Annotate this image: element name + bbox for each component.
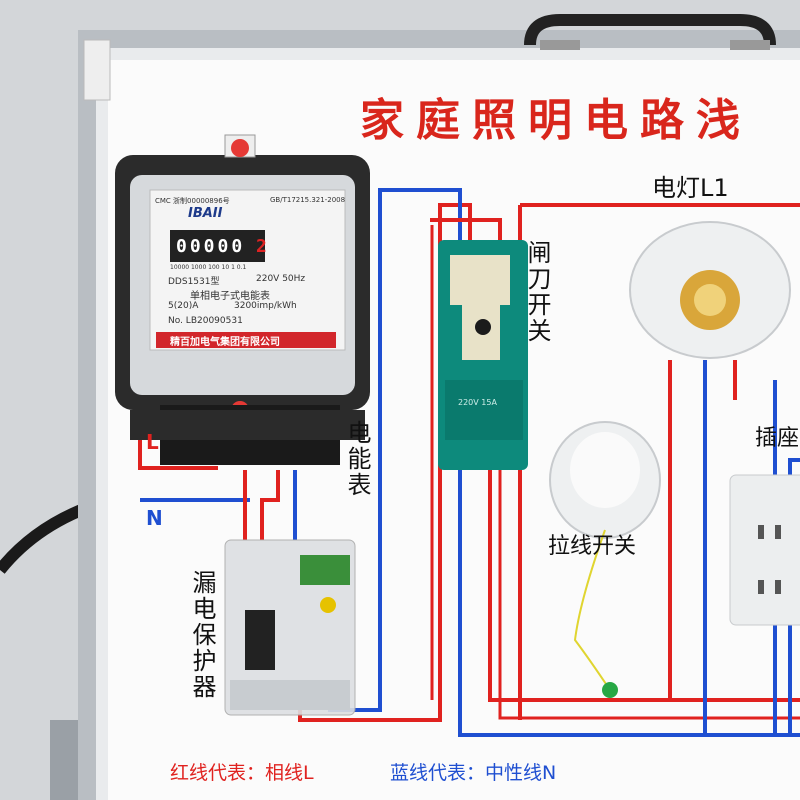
knife-switch [438,240,528,470]
wall-socket [729,474,800,626]
neutral-line-label: N [146,506,163,530]
meter-brand: IBAII [188,206,223,221]
socket-label: 插座 [755,426,800,451]
phase-line-label: L [146,430,159,454]
meter-mark: CMC 浙制00000896号 [155,197,230,205]
meter-reading-decimal: 2 [256,236,267,257]
pull-switch [549,421,661,698]
lamp-label: 电灯L1 [652,174,729,202]
pull-switch-label: 拉线开关 [548,534,637,559]
rcd-breaker [224,539,356,716]
meter-reading: 00000 [176,236,246,257]
meter-label: 电能表 [343,420,371,498]
knife-switch-label: 闸刀开关 [523,240,551,344]
energy-meter [115,134,370,465]
meter-digit-scale: 10000 1000 100 10 1 0.1 [170,264,247,271]
wiring [138,188,800,737]
legend-blue: 蓝线代表：中性线N [390,762,557,784]
rcd-label: 漏电保护器 [188,570,216,700]
switch-rating: 220V 15A [458,398,497,407]
meter-name: 单相电子式电能表 [190,291,270,302]
carry-handle [524,14,776,46]
meter-model: DDS1531型 [168,277,220,287]
meter-maker: 精百加电气集团有限公司 [170,337,280,348]
meter-voltage: 220V 50Hz [256,274,306,284]
lamp-holder [629,221,791,359]
board-title: 家庭照明电路浅 [360,95,752,146]
meter-cert: GB/T17215.321-2008 [270,196,346,204]
meter-current: 5(20)A [168,301,199,311]
legend-red: 红线代表：相线L [170,762,314,784]
meter-constant: 3200imp/kWh [234,301,297,311]
meter-serial: No. LB20090531 [168,316,243,326]
